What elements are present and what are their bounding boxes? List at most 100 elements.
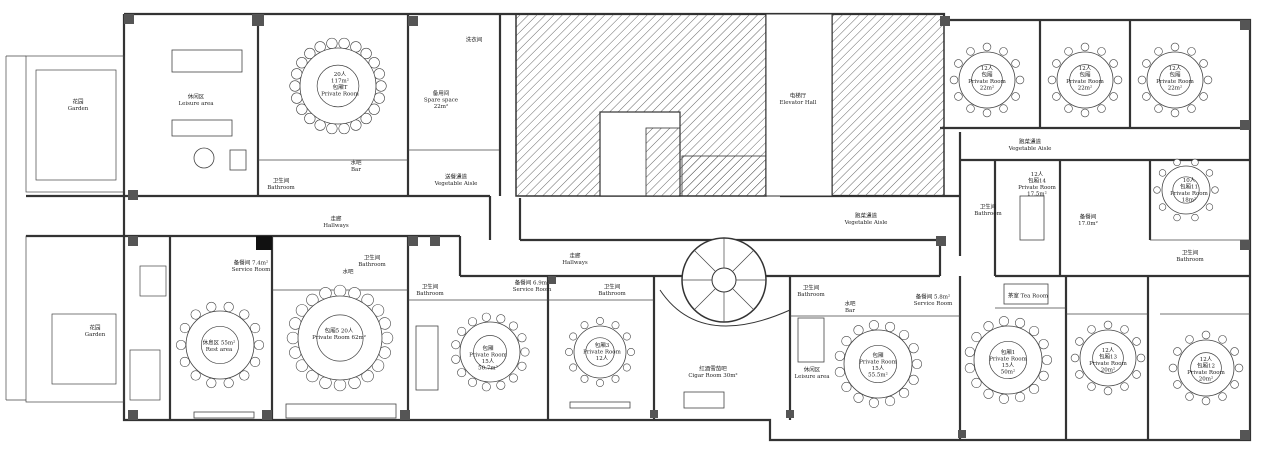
room-label-line: 50.7m² xyxy=(478,364,498,371)
room-label-line: 水吧 xyxy=(844,299,856,307)
room-label-line: 卫生间 xyxy=(1182,248,1199,256)
room-label-line: 卫生间 xyxy=(364,253,381,261)
columns xyxy=(124,14,1250,440)
chair xyxy=(1137,75,1147,85)
chair xyxy=(291,68,303,80)
chair xyxy=(954,59,963,68)
room-label-line: 走廊 xyxy=(569,251,581,259)
room-label-line: 22m² xyxy=(1168,84,1182,91)
room-label-line: Private Room xyxy=(469,352,507,358)
room-label-line: Service Room xyxy=(232,267,271,273)
chair xyxy=(853,392,864,403)
room-label-line: 20m² xyxy=(1101,366,1115,373)
chair xyxy=(1234,363,1244,373)
chair xyxy=(1132,337,1141,346)
room-label-line: Leisure area xyxy=(794,374,830,380)
room-label-line: 包厢 xyxy=(482,344,494,352)
chair xyxy=(983,321,994,332)
room-label-line: Spare space xyxy=(424,98,458,104)
chair xyxy=(289,80,301,92)
room-label-line: 包厢1 xyxy=(1001,348,1016,356)
room-label-line: 洗衣间 xyxy=(466,36,483,44)
room-label-tea-room: 茶室 Tea Room xyxy=(1008,292,1049,300)
chair xyxy=(223,377,234,389)
chair xyxy=(326,122,338,135)
chair xyxy=(1075,370,1084,379)
room-label-line: Service Room xyxy=(513,287,552,293)
chair xyxy=(853,325,864,336)
round-table xyxy=(1047,42,1123,118)
chair xyxy=(1041,354,1053,366)
room-label-line: 12人 xyxy=(1200,356,1213,363)
chair xyxy=(326,37,338,50)
room-label-line: 包厢11 xyxy=(1180,182,1198,190)
table-top xyxy=(1079,329,1137,387)
chair xyxy=(1185,392,1194,401)
chair xyxy=(1097,47,1106,56)
room-label-line: 10人 xyxy=(1183,177,1196,184)
room-label-line: Private Room xyxy=(1066,79,1104,85)
chair xyxy=(338,122,350,135)
lazy-susan xyxy=(1172,176,1200,204)
chair xyxy=(596,317,604,325)
chair xyxy=(1191,213,1199,222)
room-label-line: Private Room xyxy=(1018,185,1056,191)
table-top xyxy=(1146,51,1204,109)
chair xyxy=(565,348,573,356)
chair xyxy=(179,323,190,334)
chair xyxy=(496,380,506,390)
partitions xyxy=(35,14,1250,440)
chair xyxy=(291,92,303,104)
chair xyxy=(1187,104,1196,113)
round-table xyxy=(964,316,1053,404)
chair xyxy=(841,381,852,392)
chair xyxy=(1014,317,1026,328)
room-label-line: 花园 xyxy=(72,97,84,105)
spiral-staircase xyxy=(659,237,791,327)
chair xyxy=(611,321,620,330)
room-label-line: 12人 xyxy=(981,65,994,72)
chair xyxy=(1230,380,1239,389)
chair xyxy=(1103,386,1113,396)
chair xyxy=(457,368,467,378)
chair xyxy=(1136,353,1146,363)
round-table xyxy=(834,320,923,408)
table-top xyxy=(459,321,521,383)
round-table xyxy=(949,42,1025,118)
chair xyxy=(1191,158,1199,167)
chair xyxy=(971,332,982,343)
room-label-line: 包厢3 xyxy=(595,341,610,349)
room-label-line: 17.5m² xyxy=(1027,190,1047,197)
room-label-line: 12人 xyxy=(596,355,609,362)
room-label-line: 休闲区 xyxy=(804,365,821,373)
round-tables xyxy=(175,37,1244,408)
room-label-line: Vegetable Aisle xyxy=(434,181,478,187)
chair xyxy=(954,92,963,101)
room-label-line: Bathroom xyxy=(358,262,386,268)
chair xyxy=(457,326,467,336)
chair xyxy=(1064,47,1073,56)
chair xyxy=(1154,47,1163,56)
service-core-hatch xyxy=(515,13,945,197)
table-top xyxy=(185,310,255,380)
chair xyxy=(333,378,347,392)
chair xyxy=(1142,59,1151,68)
chair xyxy=(1014,392,1026,403)
room-label-line: Leisure area xyxy=(178,101,214,107)
lazy-susan xyxy=(585,337,615,367)
table-top xyxy=(1161,165,1211,215)
chair xyxy=(1097,104,1106,113)
room-label-line: Hallways xyxy=(323,223,349,229)
chair xyxy=(1199,59,1208,68)
chair xyxy=(1080,108,1090,118)
